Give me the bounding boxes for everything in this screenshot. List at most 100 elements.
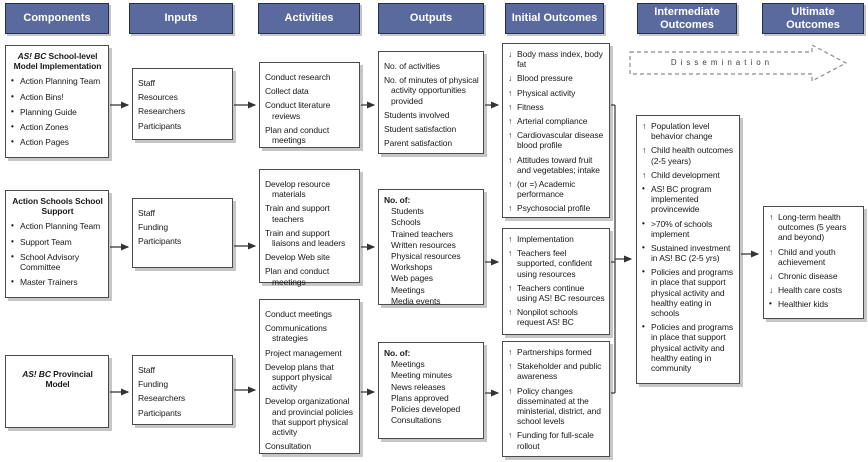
list-item-text: Plan and conduct meetings [265, 266, 330, 287]
list-item: ↑Fitness [508, 102, 605, 112]
list-item-text: Population level behavior change [651, 121, 713, 142]
list-item: ↑Teachers feel supported, confident usin… [508, 248, 605, 279]
list-item: •Policies and programs in place that sup… [642, 322, 735, 373]
list-item: ↑ Implementation [508, 234, 605, 244]
list-item-text: Policy changes disseminated at the minis… [517, 385, 601, 427]
box-title-rest: School-level Model Implementation [13, 51, 102, 72]
box-title: AS! BC Provincial Model [11, 369, 104, 389]
list-item-text: Participants [138, 120, 182, 131]
list-item: Trained teachers [384, 229, 479, 239]
list-item-text: Consultation [265, 441, 312, 452]
list-item-text: Collect data [265, 86, 309, 97]
list-item-text: Chronic disease [778, 270, 838, 281]
trend-arrow-icon: ↓ [769, 285, 774, 296]
list-item: Project management [265, 348, 355, 358]
column-header-label: Ultimate Outcomes [786, 6, 840, 31]
trend-arrow-icon: ↑ [642, 121, 647, 131]
trend-arrow-icon: ↓ [769, 270, 774, 281]
list-item: ↓Blood pressure [508, 73, 605, 83]
list-item: •AS! BC program implemented provincewide [642, 184, 735, 215]
list-item-text: Cardiovascular disease blood profile [517, 130, 604, 151]
list-item: Develop organizational and provincial po… [265, 396, 355, 437]
list-item: No. of activities [384, 61, 479, 71]
trend-arrow-icon: ↑ [508, 385, 513, 396]
list-item: Workshops [384, 262, 479, 272]
trend-arrow-icon: • [769, 299, 772, 309]
bullet-icon: • [11, 121, 14, 131]
list-item-text: Meetings [391, 359, 425, 370]
list-item: Participants [138, 236, 228, 246]
intermediate-outcomes-box: ↑Population level behavior change↑Child … [636, 115, 740, 384]
list-item-text: Communications strategies [265, 323, 327, 344]
list-item: ↑(or =) Academic performance [508, 179, 605, 199]
marked-list: ↑Implementation↑Teachers feel supported,… [508, 234, 605, 328]
column-header-ultimate-outcomes: Ultimate Outcomes [762, 3, 864, 34]
list-item-text: Funding [138, 379, 169, 390]
box-title: AS! BC School-level Model Implementation [11, 51, 104, 71]
components-box-provincial-model: AS! BC Provincial Model [5, 355, 109, 428]
trend-arrow-icon: ↑ [508, 282, 513, 293]
list-item-text: Funding for full-scale rollout [517, 430, 594, 451]
trend-arrow-icon: ↓ [508, 49, 513, 59]
list-item-text: School Advisory Committee [20, 251, 79, 272]
bullet-icon: • [11, 251, 14, 261]
list-item-text: Conduct meetings [265, 309, 332, 319]
list-item-text: Master Trainers [20, 277, 78, 288]
list-item: •Master Trainers [11, 277, 104, 287]
list-item-text: Physical resources [391, 250, 461, 261]
box-title-italic: AS! BC [22, 369, 51, 379]
list-item: Meetings [384, 359, 479, 369]
list-item: ↑Partnerships formed [508, 347, 605, 357]
list-item-text: Child and youth achievement [778, 246, 836, 267]
list-item-text: Teachers continue using AS! BC resources [517, 282, 605, 303]
list-item-text: News releases [391, 381, 446, 392]
list-item-text: Planning Guide [20, 106, 77, 117]
trend-arrow-icon: ↑ [508, 347, 513, 357]
trend-arrow-icon: ↑ [508, 130, 513, 141]
trend-arrow-icon: ↑ [642, 145, 647, 156]
list-item-text: Train and support liaisons and leaders [265, 227, 346, 248]
marked-list: ↑Long-term health outcomes (5 years and … [769, 212, 859, 310]
list-item-text: Teachers feel supported, confident using… [517, 248, 593, 279]
list-item: Staff [138, 208, 228, 218]
list-item: ↑ Population level behavior change [642, 121, 735, 141]
list-item: •Planning Guide [11, 107, 104, 117]
list-item-text: Develop resource materials [265, 179, 331, 200]
list-item-text: Stakeholder and public awareness [517, 361, 602, 382]
list-item-text: Trained teachers [391, 228, 453, 239]
list-item: ↑ Policy changes disseminated at the mini… [508, 386, 605, 427]
list-item-text: No. of activities [384, 61, 440, 71]
column-header-components: Components [5, 3, 109, 34]
list-item: •Policies and programs in place that sup… [642, 267, 735, 318]
bullet-icon: • [11, 221, 14, 231]
list-item-text: AS! BC program implemented provincewide [651, 183, 712, 215]
list-item-text: Child health outcomes (2-5 years) [651, 145, 734, 166]
list-item-text: Policies and programs in place that supp… [651, 267, 733, 318]
list-item-text: Body mass index, body fat [517, 49, 603, 70]
initial-outcomes-box-2: ↑Implementation↑Teachers feel supported,… [502, 228, 610, 335]
list-item: Conduct meetings [265, 309, 355, 319]
list-item: Web pages [384, 273, 479, 283]
list-item: Conduct literature reviews [265, 100, 355, 120]
list-item: •Action Pages [11, 137, 104, 147]
list-item: ↑Child development [642, 170, 735, 180]
list-item-text: Action Zones [20, 121, 69, 132]
list-item: Funding [138, 379, 228, 389]
box-heading: No. of: [384, 195, 411, 205]
list-item-text: Participants [138, 407, 182, 418]
column-header-inputs: Inputs [129, 3, 233, 34]
list-item: ↓ Chronic disease [769, 271, 859, 281]
box-title: Action Schools School Support [11, 196, 104, 216]
trend-arrow-icon: ↑ [508, 234, 513, 244]
trend-arrow-icon: • [642, 322, 645, 332]
list-item: Policies developed [384, 404, 479, 414]
list-item: ↑ Child health outcomes (2-5 years) [642, 145, 735, 165]
list-item-text: Consultations [391, 415, 442, 426]
list-item-text: (or =) Academic performance [517, 178, 576, 200]
list-item: Develop resource materials [265, 179, 355, 199]
list-item-text: Implementation [517, 234, 574, 244]
list-item-text: Train and support teachers [265, 203, 330, 224]
list-item-text: Develop organizational and provincial po… [265, 396, 353, 437]
